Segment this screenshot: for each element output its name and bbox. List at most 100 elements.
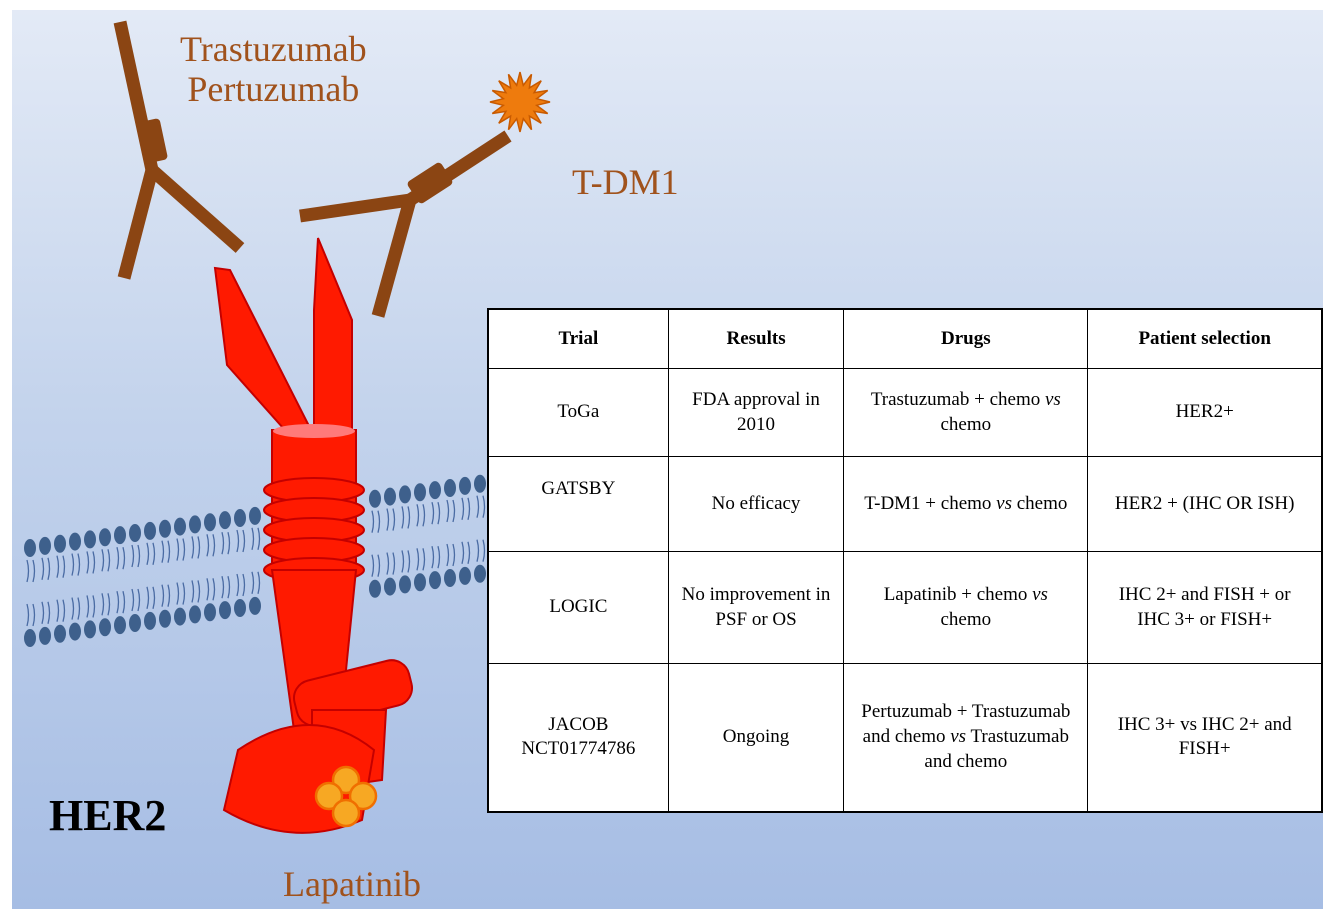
- lipid-head: [189, 515, 201, 534]
- drugs-vs: vs: [1032, 583, 1048, 605]
- lipid-head: [39, 626, 51, 645]
- lipid-tail: [386, 552, 390, 575]
- lipid-tail: [56, 555, 60, 578]
- lipid-head: [99, 528, 111, 547]
- trial-text: JACOB NCT01774786: [521, 713, 636, 760]
- lipid-tail: [86, 595, 90, 618]
- trastuzumab-pertuzumab-label: Trastuzumab Pertuzumab: [180, 29, 367, 109]
- lipid-tail: [251, 571, 255, 595]
- lipid-tail: [41, 601, 45, 625]
- lipid-tail: [461, 541, 465, 565]
- lipid-tail: [452, 543, 456, 567]
- drugs-text: Pertuzumab + Trastuzumab and chemo vs Tr…: [848, 700, 1083, 774]
- antibody-hinge: [136, 118, 168, 164]
- lipid-tail: [407, 506, 411, 529]
- drugs-vs: vs: [996, 492, 1012, 514]
- lipid-tail: [422, 548, 426, 571]
- antibody-trastuzumab-icon: [113, 20, 245, 280]
- lipid-head: [84, 530, 96, 549]
- lipid-tail: [182, 538, 186, 561]
- lipid-tail: [26, 559, 30, 583]
- lipid-tail: [257, 571, 261, 595]
- lipid-tail: [401, 506, 405, 529]
- lipid-tail: [467, 541, 471, 565]
- lipid-tail: [131, 588, 135, 612]
- lipid-tail: [221, 531, 225, 555]
- cell-patients: IHC 2+ and FISH + or IHC 3+ or FISH+: [1087, 551, 1323, 664]
- cell-drugs: Pertuzumab + Trastuzumab and chemo vs Tr…: [843, 663, 1089, 812]
- lipid-tail: [377, 510, 381, 533]
- cell-drugs: Lapatinib + chemo vs chemo: [843, 551, 1089, 664]
- lipid-tail: [167, 584, 171, 607]
- lipid-head: [204, 603, 216, 622]
- lipid-tail: [101, 549, 105, 572]
- cell-results: Ongoing: [667, 663, 845, 812]
- drugs-vs: vs: [950, 725, 967, 747]
- lipid-head: [399, 485, 411, 504]
- lipid-tail: [167, 540, 171, 563]
- lipid-tail: [386, 508, 390, 531]
- lipid-head: [399, 575, 411, 594]
- lipid-tail: [146, 586, 150, 610]
- table-row: LOGIC No improvement in PSF or OS Lapati…: [487, 551, 1323, 664]
- lipid-tail: [377, 554, 381, 577]
- header-drugs: Drugs: [843, 308, 1089, 369]
- lipid-head: [174, 517, 186, 536]
- lipid-head: [474, 474, 486, 493]
- lipid-tail: [416, 504, 420, 527]
- lipid-head: [24, 539, 36, 557]
- lipid-head: [414, 573, 426, 592]
- lipid-tail: [371, 554, 375, 577]
- lipid-head: [234, 599, 246, 617]
- lipid-head: [69, 532, 81, 551]
- lipid-head: [129, 524, 141, 542]
- lapatinib-label: Lapatinib: [283, 864, 421, 904]
- table-header-row: Trial Results Drugs Patient selection: [487, 308, 1323, 369]
- lipid-head: [474, 564, 486, 583]
- antibody-tdm1-icon: [299, 71, 551, 318]
- lipid-tail: [236, 529, 240, 553]
- cell-trial: ToGa: [487, 368, 669, 457]
- lipid-tail: [77, 553, 81, 576]
- transmembrane-coils: [263, 477, 365, 583]
- cell-trial: JACOB NCT01774786: [487, 663, 669, 812]
- lipid-tail: [62, 599, 66, 622]
- table-row: JACOB NCT01774786 Ongoing Pertuzumab + T…: [487, 663, 1323, 812]
- lipid-tail: [137, 544, 141, 568]
- lipid-tail: [482, 495, 486, 518]
- cell-results: No efficacy: [667, 456, 845, 552]
- lipid-tail: [116, 546, 120, 570]
- lipid-tail: [242, 529, 246, 553]
- lipid-tail: [146, 542, 150, 566]
- lipid-tail: [41, 557, 45, 581]
- lipid-head: [69, 622, 81, 641]
- lipid-head: [369, 579, 381, 598]
- lipid-tail: [407, 550, 411, 573]
- lipid-tail: [371, 510, 375, 533]
- patients-text: IHC 3+ vs IHC 2+ and FISH+: [1117, 713, 1292, 760]
- lipid-tail: [437, 545, 441, 569]
- antibody-arm-left: [117, 168, 159, 280]
- lipid-head: [39, 536, 51, 555]
- pertuzumab-label: Pertuzumab: [187, 68, 360, 109]
- header-results: Results: [667, 308, 845, 369]
- lipid-tail: [476, 495, 480, 518]
- lipid-tail: [32, 603, 36, 627]
- lipid-tail: [77, 597, 81, 620]
- drugs-vs: vs: [1044, 388, 1061, 410]
- lipid-tail: [26, 603, 30, 627]
- lipid-head: [384, 487, 396, 506]
- lipid-head: [369, 489, 381, 508]
- lipid-tail: [161, 540, 165, 563]
- lipid-tail: [47, 601, 51, 625]
- lipid-tail: [137, 588, 141, 612]
- lipid-tail: [431, 501, 435, 525]
- toxin-starburst-icon: [489, 71, 551, 133]
- lipid-head: [99, 618, 111, 637]
- lipid-tail: [446, 499, 450, 523]
- receptor-domain-left: [213, 266, 312, 440]
- drugs-arm-b: chemo: [940, 413, 992, 435]
- lipid-tail: [227, 531, 231, 555]
- lipid-head: [144, 611, 156, 630]
- cell-trial: GATSBY: [487, 456, 669, 552]
